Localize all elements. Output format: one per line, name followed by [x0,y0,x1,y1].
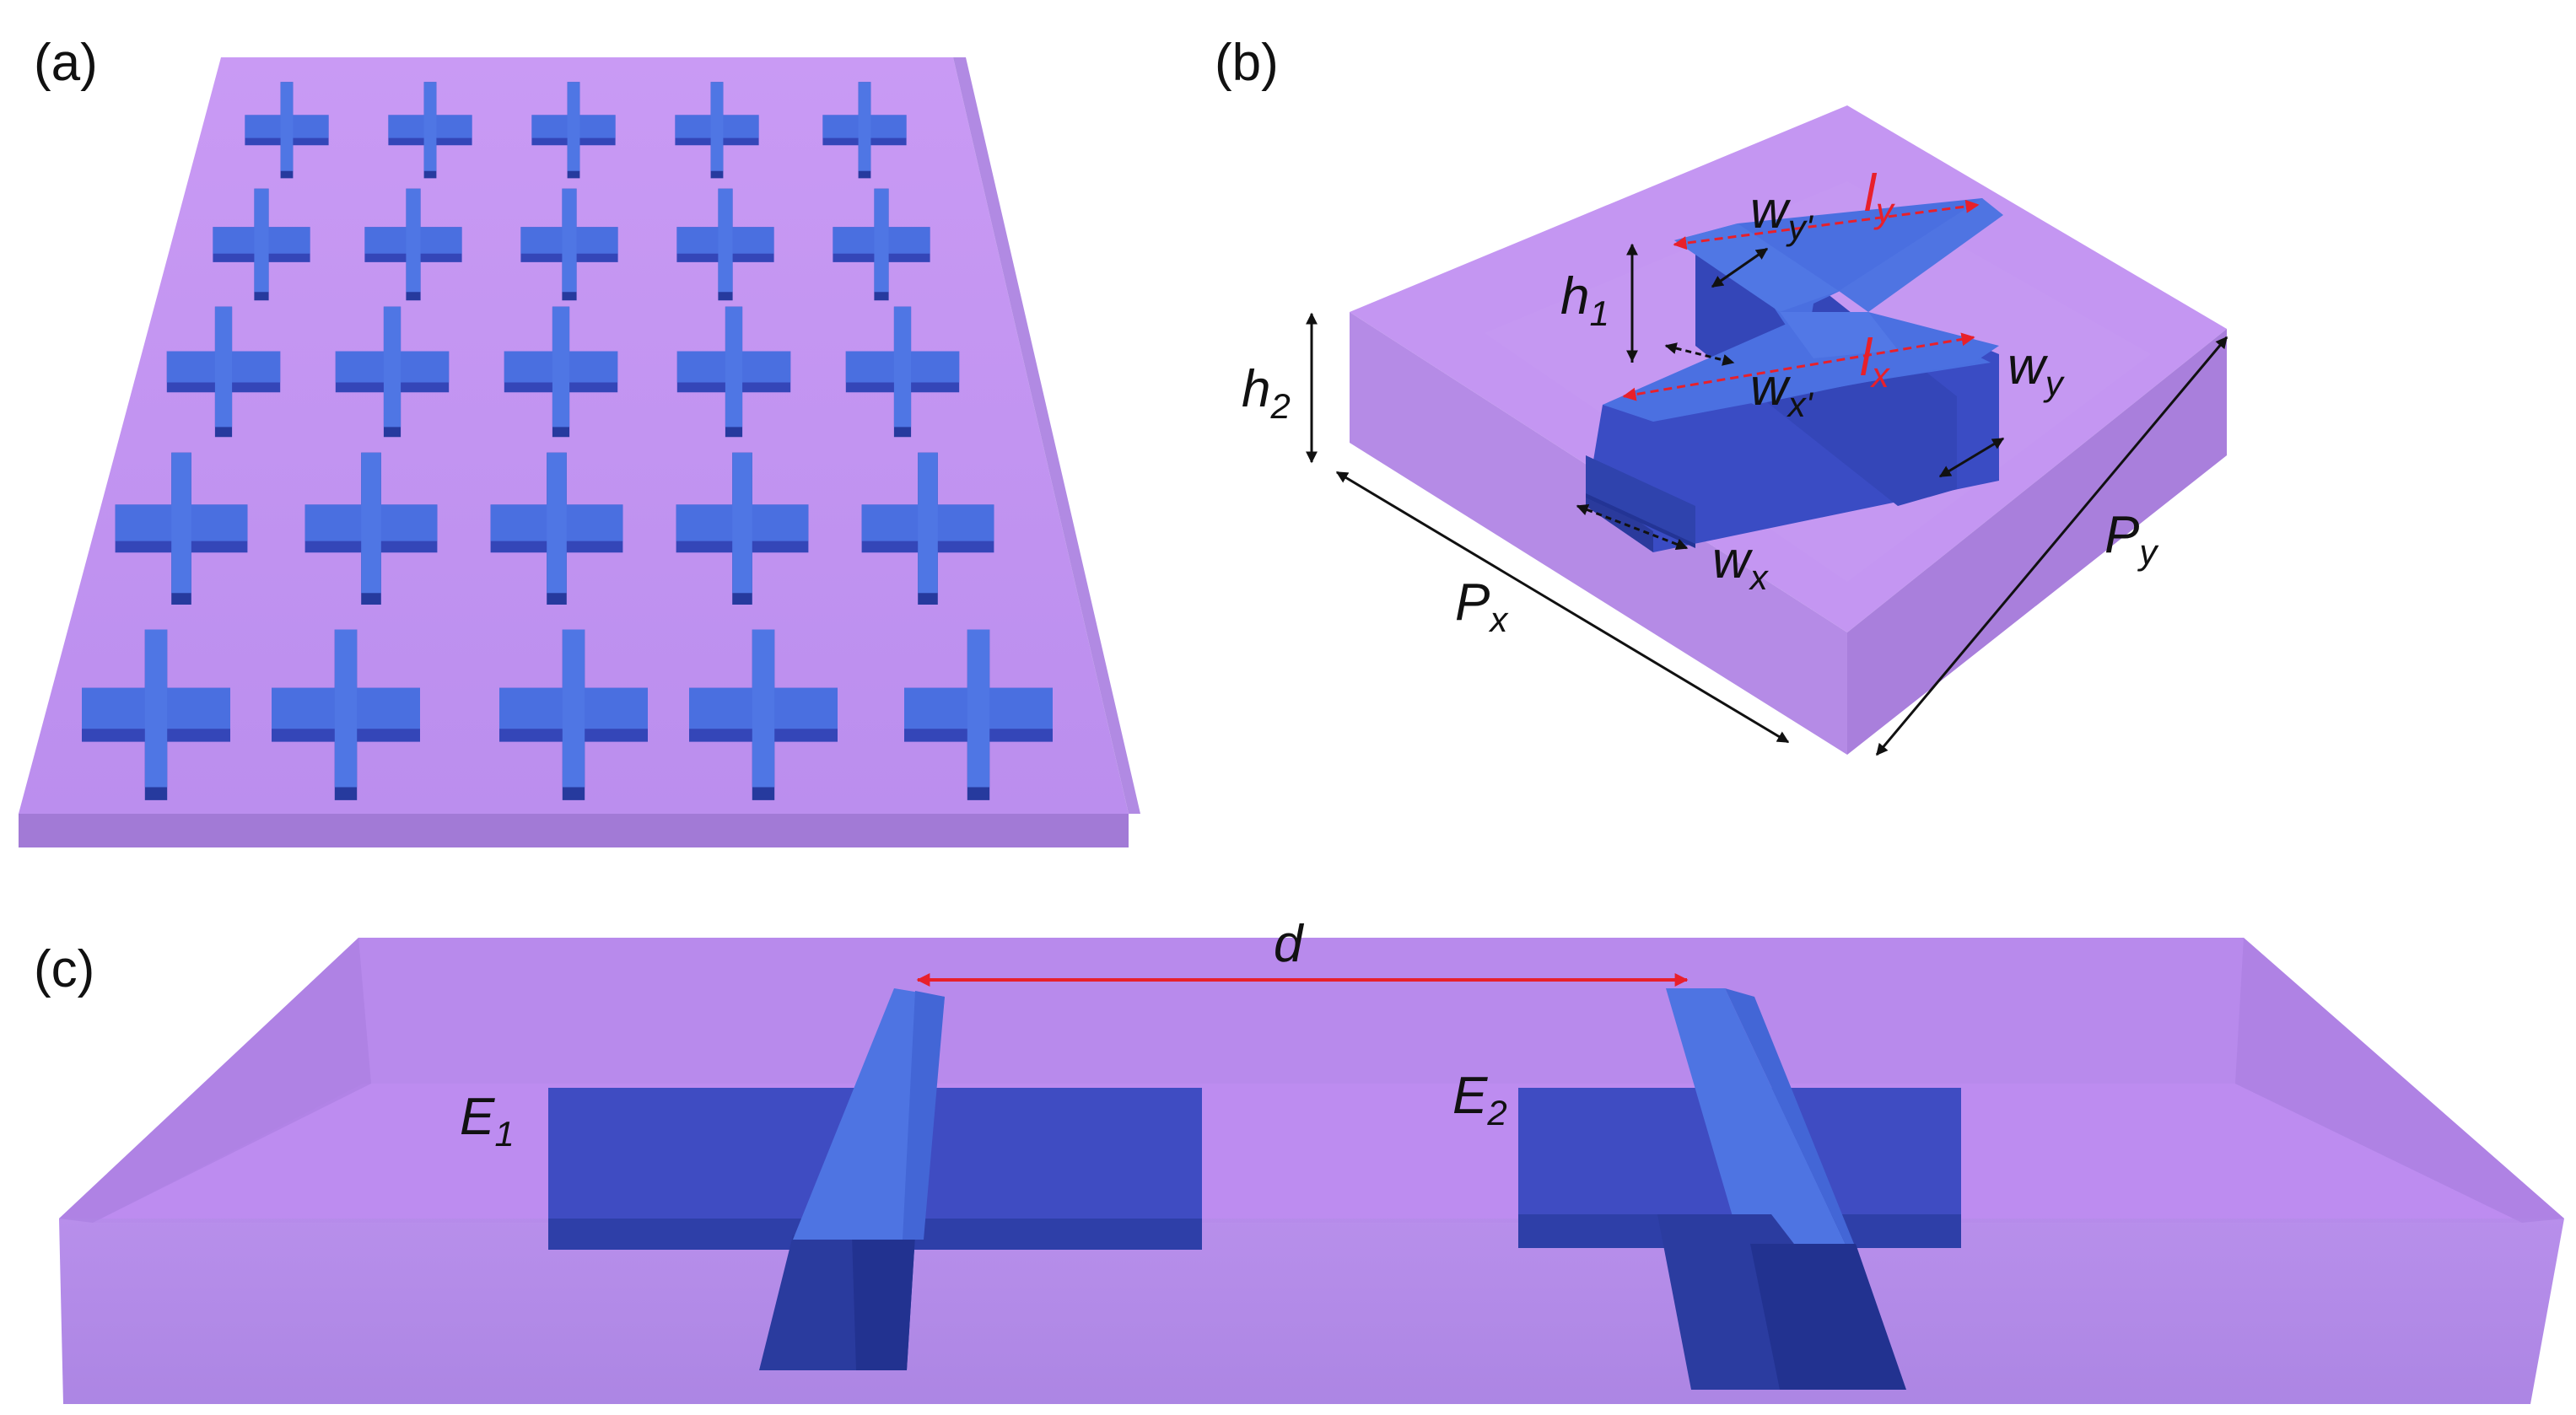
cross-element [335,306,450,438]
cross-face [361,452,381,594]
slab-inner-floor-c [93,1084,2522,1223]
cross-face [547,452,567,594]
cross-face [725,306,743,428]
cross-element [822,82,907,179]
slab-right-c [2235,938,2564,1223]
h1-label: h1 [1560,267,1609,333]
py-arrow [1875,336,2228,756]
panel-label-a: (a) [34,34,98,92]
cross-face [562,188,577,293]
cross-element [676,188,774,301]
cross-element [364,188,462,301]
h2-label: h2 [1242,360,1291,426]
cross-element [845,306,960,438]
cross-element [531,82,616,179]
ly-label: ly [1864,164,1896,230]
cross-face [171,452,191,594]
cross-e2 [1518,988,1961,1390]
cross-element [520,188,618,301]
cross-face [732,452,752,594]
cross-e1 [548,988,1202,1370]
cross-element [166,306,281,438]
wy-prime-arrow [1711,247,1769,288]
cross-face [718,188,733,293]
wy-arrow [1938,437,2005,478]
cross-element [213,188,310,301]
cross-face [710,82,724,171]
cross-face [567,82,580,171]
panel-b: (b) [1215,34,2228,756]
cross-element [504,306,618,438]
cross-element [304,452,438,605]
slab-front-c [59,1219,2564,1404]
cross-face [383,306,401,428]
py-label: Py [2104,506,2159,572]
cross-element [245,82,329,179]
cross-element [272,629,420,800]
cross-face [918,452,938,594]
e1-label: E1 [460,1088,515,1154]
cross-face [562,629,585,788]
cross-face [406,188,421,293]
cross-element [490,452,623,605]
cross-element [904,629,1053,800]
lx-arrow [1622,332,1975,401]
cross-element [82,629,230,800]
substrate-edge-a [19,814,1129,847]
d-label: d [1274,915,1305,973]
wy-label: wy [2007,337,2066,403]
slab-left-c [59,938,371,1223]
wx-label: wx [1712,531,1770,597]
panel-a: (a) [19,34,1140,847]
cross-element [388,82,472,179]
cross-element [499,629,648,800]
panel-c: (c) d E1 E2 [34,915,2564,1404]
cross-face [334,629,358,788]
cross-face [254,188,269,293]
cross-face [552,306,570,428]
cross-face [893,306,912,428]
e2-label: E2 [1452,1067,1507,1133]
cross-element [861,452,994,605]
cross-face [752,629,775,788]
px-label: Px [1455,573,1509,639]
cross-element [115,452,248,605]
substrate-right-edge-a [953,57,1140,814]
cross-face [967,629,990,788]
cross-element [676,306,791,438]
cross-face [214,306,233,428]
wy-prime-label: wy' [1750,181,1814,247]
cross-face [858,82,871,171]
wx-prime-label: wx' [1750,358,1814,424]
ly-arrow [1673,199,1980,250]
cross-face [423,82,437,171]
cross-face [874,188,889,293]
cross-array-a [82,82,1053,800]
panel-label-c: (c) [34,940,94,998]
panel-label-b: (b) [1215,34,1279,92]
lx-label: lx [1860,329,1891,395]
cross-element [833,188,930,301]
cross-element [676,452,809,605]
cross-element [689,629,838,800]
cross-face [280,82,294,171]
cross-face [144,629,168,788]
cross-element [675,82,759,179]
px-arrow [1335,471,1790,744]
